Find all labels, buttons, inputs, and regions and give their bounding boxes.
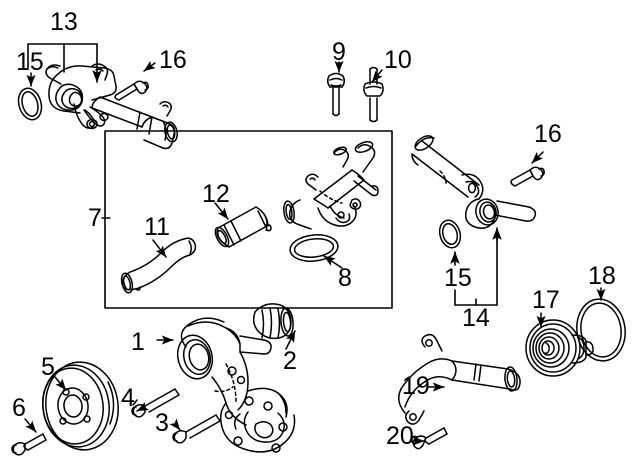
callout-2-leader: [285, 330, 296, 350]
water-pump-housing: [176, 317, 296, 453]
callout-label-19: 19: [402, 372, 430, 400]
callout-14-leader: [450, 227, 502, 306]
callout-label-2: 2: [283, 347, 297, 375]
callout-3-leader: [169, 418, 181, 431]
pump-outlet-sleeve: [252, 303, 294, 340]
callout-8-leader: [323, 255, 343, 269]
stud-bolt-short: [326, 72, 346, 117]
callout-4-leader: [136, 402, 149, 412]
thermostat: [525, 319, 594, 377]
callout-label-20: 20: [386, 422, 414, 450]
water-inlet-tube: [398, 333, 521, 425]
callout-label-18: 18: [588, 262, 616, 290]
water-outlet-tube-assembly: [45, 63, 178, 150]
callout-13-leader: [27, 43, 102, 83]
callout-label-12: 12: [202, 180, 230, 208]
bolt-mid-right: [510, 166, 545, 187]
callout-label-8: 8: [338, 264, 352, 292]
callout-label-1: 1: [131, 328, 145, 356]
callout-label-4: 4: [121, 384, 135, 412]
callout-label-7: 7: [88, 204, 102, 232]
callout-5-leader: [54, 376, 67, 391]
lower-radiator-hose: [120, 237, 197, 294]
callout-label-16: 16: [159, 46, 187, 74]
callout-6-leader: [24, 418, 37, 433]
callout-label-14: 14: [462, 304, 490, 332]
pulley-bolt: [11, 433, 47, 456]
bolt-top-left: [114, 80, 149, 101]
callout-label-6: 6: [12, 394, 26, 422]
callout-10-leader: [371, 69, 383, 83]
callout-16-leader: [143, 60, 156, 72]
callout-label-10: 10: [384, 46, 412, 74]
callout-4-line: [132, 399, 138, 406]
o-ring-mid-right: [438, 219, 462, 249]
pulley: [42, 361, 119, 451]
thermostat-o-ring: [576, 298, 626, 362]
outlet-housing-inner: [283, 141, 379, 230]
callout-16b-leader: [531, 151, 544, 164]
stud-bolt-long: [363, 66, 384, 123]
coolant-connector-tube: [214, 206, 272, 248]
callout-label-13: 13: [50, 8, 78, 36]
o-ring-seal-inner: [289, 234, 339, 262]
inlet-tube-bolt: [411, 427, 448, 450]
pump-bolt-lower: [172, 414, 221, 444]
callout-12-leader: [214, 202, 229, 220]
callout-label-5: 5: [41, 353, 55, 381]
callout-label-17: 17: [532, 286, 560, 314]
callout-label-16b: 16: [534, 120, 562, 148]
o-ring-upper-left: [17, 87, 43, 121]
assembly-group-box: [104, 130, 393, 309]
callout-label-15b: 15: [444, 264, 472, 292]
callout-label-9: 9: [332, 38, 346, 66]
inlet-tube-assembly: [411, 135, 537, 229]
callout-11-leader: [152, 239, 167, 258]
callout-label-11: 11: [144, 213, 170, 241]
callout-label-15: 15: [16, 48, 44, 76]
callout-label-3: 3: [155, 409, 169, 437]
